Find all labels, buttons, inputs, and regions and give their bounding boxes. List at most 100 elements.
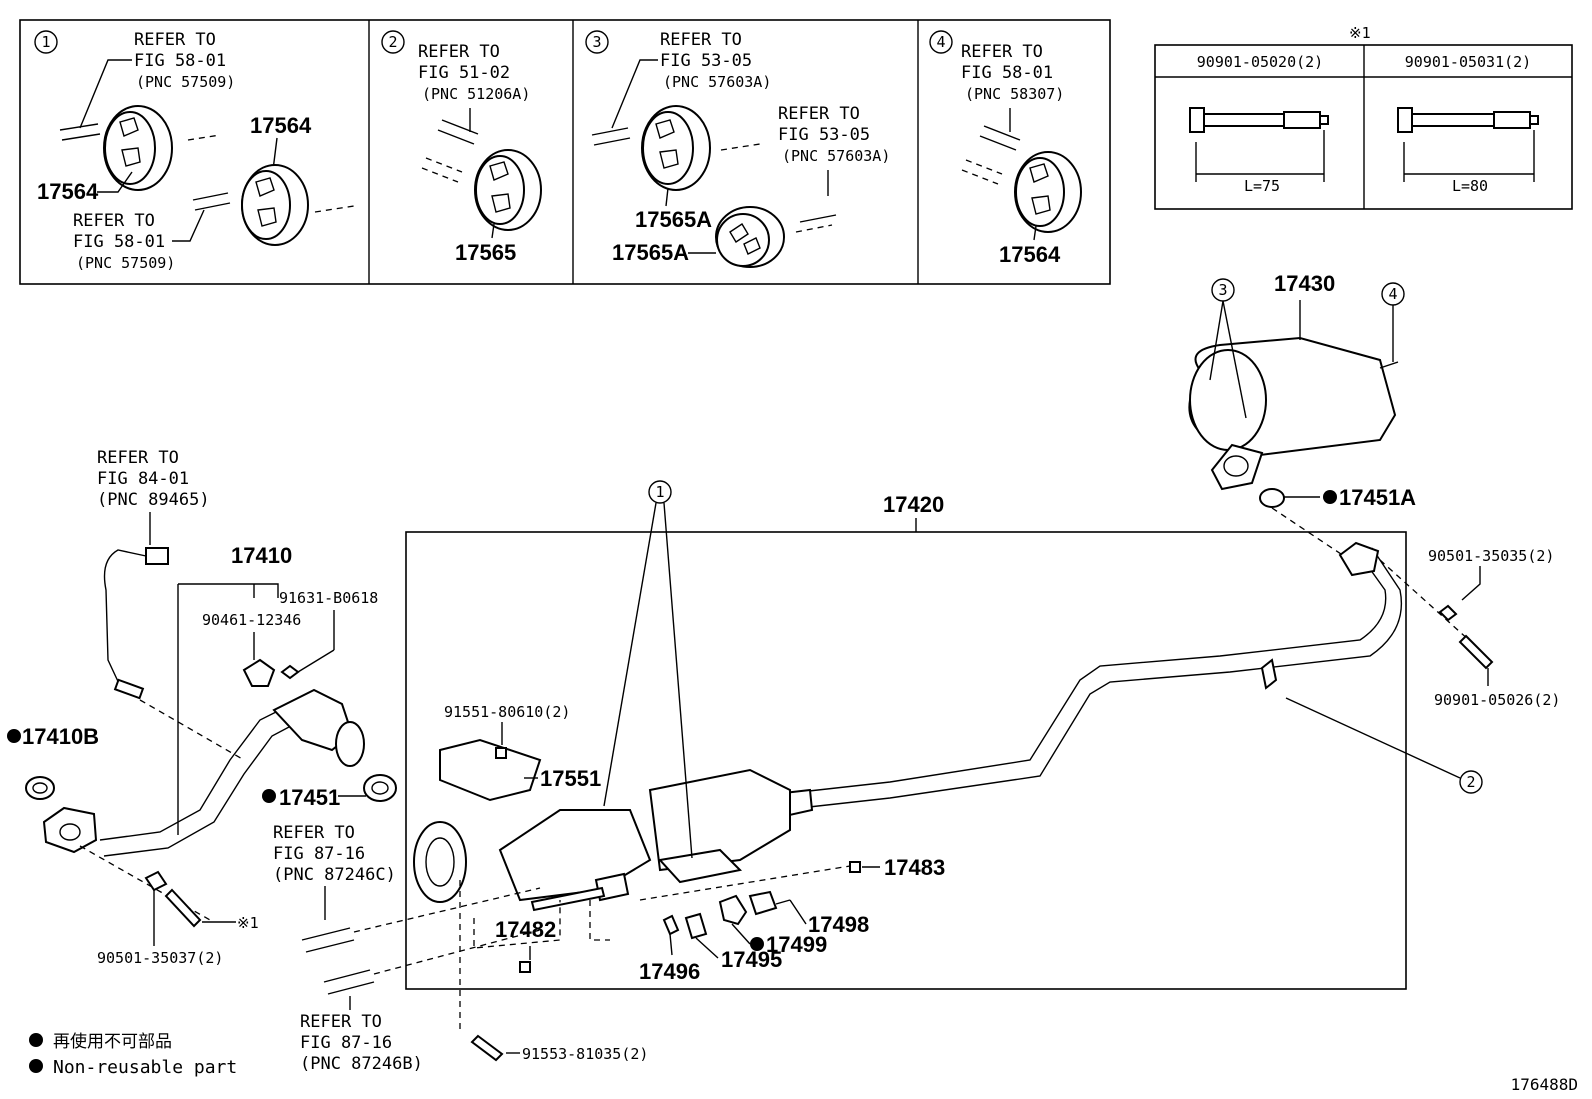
hanger-rod: [421, 167, 459, 183]
leader-line: [731, 923, 751, 945]
hanger-rod: [965, 159, 1003, 175]
muffler-flange: [1210, 443, 1264, 491]
sensor-hose: [327, 981, 375, 995]
dashed-guide: [1379, 559, 1481, 651]
muffler-end-cap: [1189, 349, 1267, 451]
part-number: 17420: [883, 492, 944, 517]
hose: [684, 912, 708, 940]
hanger-rod: [441, 119, 479, 135]
converter-bracket: [658, 848, 743, 884]
part-number: 91631-B0618: [279, 589, 378, 607]
leader-line: [79, 59, 132, 129]
spring-washer: [144, 870, 168, 892]
detail-panel-4: 4 REFER TO FIG 58-01 (PNC 58307) 17564: [929, 30, 1082, 267]
dashed-guide: [1271, 507, 1351, 561]
dashed-guide: [373, 929, 541, 975]
panel-number-circle: [381, 30, 405, 54]
sensor-hose: [323, 969, 371, 983]
pnc-label: (PNC 57509): [136, 73, 235, 91]
leader-line: [669, 933, 673, 956]
refer-to-label: REFER TO: [418, 42, 500, 62]
fig-ref-label: FIG 58-01: [961, 63, 1053, 83]
leader-line: [695, 937, 719, 959]
rubber-hanger-icon: [715, 206, 785, 268]
bolt-length: L=75: [1244, 177, 1280, 195]
insulator-bolt: [495, 747, 507, 759]
sensor-connector: [145, 547, 169, 565]
fig-ref-label: FIG 84-01: [97, 469, 189, 489]
part-number: 90501-35035(2): [1428, 547, 1554, 565]
legend-dot: [29, 1059, 43, 1073]
detail-panel-1: 1 REFER TO FIG 58-01 (PNC 57509) 17564: [34, 30, 355, 272]
dashed-guide: [353, 887, 541, 933]
part-number: 17410B: [22, 724, 99, 749]
leader-line: [1461, 566, 1481, 601]
panel-number: 2: [388, 33, 397, 51]
panel-number-circle: [929, 30, 953, 54]
pnc-label: (PNC 87246C): [273, 865, 396, 885]
detail-panels: 1 REFER TO FIG 58-01 (PNC 57509) 17564: [19, 19, 1111, 285]
legend-jp: 再使用不可部品: [53, 1031, 172, 1052]
panel-number: 4: [936, 33, 945, 51]
callout-number: 3: [1218, 281, 1227, 299]
refer-to-label: REFER TO: [134, 30, 216, 50]
hanger-bracket: [1379, 361, 1399, 369]
detail-panel-2: 2 REFER TO FIG 51-02 (PNC 51206A) 17565: [381, 30, 542, 265]
leader-line: [665, 187, 669, 207]
refer-to-label: REFER TO: [273, 823, 355, 843]
pnc-label: (PNC 51206A): [422, 85, 530, 103]
nut: [849, 861, 861, 873]
hanger-rod: [314, 205, 355, 213]
sensor-tube: [775, 899, 791, 905]
part-number: 17565A: [635, 207, 712, 232]
hanger-rod: [795, 224, 833, 233]
part-number: 17451: [279, 785, 340, 810]
oxygen-sensor: [103, 547, 169, 700]
part-number: 90901-05026(2): [1434, 691, 1560, 709]
leader-line: [172, 209, 205, 242]
rubber-hanger-icon: [103, 105, 173, 191]
non-reusable-dot: [262, 789, 276, 803]
sensor-pipe: [530, 886, 606, 912]
non-reusable-dot: [7, 729, 21, 743]
sensor-gasket: [718, 894, 748, 926]
part-number: 17565: [455, 240, 516, 265]
legend-en: Non-reusable part: [53, 1057, 237, 1078]
gasket-ring: [1259, 488, 1285, 508]
spring-washer: [1438, 604, 1458, 622]
front-exhaust-pipe: [42, 688, 365, 857]
sensor-hose: [305, 939, 355, 953]
stud-bolt-icon: [1397, 107, 1539, 133]
part-number: 90461-12346: [202, 611, 301, 629]
refer-to-label: REFER TO: [660, 30, 742, 50]
leader-line: [491, 223, 495, 239]
dashed-guide: [473, 900, 561, 949]
rubber-hanger-icon: [641, 105, 711, 191]
bolt-note-mark: ※1: [237, 914, 259, 932]
legend-dot: [29, 1033, 43, 1047]
gasket-ring: [25, 776, 55, 800]
hanger-rod: [591, 127, 629, 136]
rubber-hanger-icon: [241, 164, 309, 246]
part-number: 17499: [766, 932, 827, 957]
flange-bolt: [164, 888, 202, 928]
part-number: 17495: [721, 947, 782, 972]
part-number: 17451A: [1339, 485, 1416, 510]
flange-bolt: [470, 1034, 504, 1062]
exhaust-pipe-assembly-box: [405, 531, 1407, 990]
fig-ref-label: FIG 87-16: [300, 1033, 392, 1053]
part-number: 17482: [495, 917, 556, 942]
clamp-bolt: [280, 664, 300, 680]
hanger-rod: [425, 157, 463, 173]
leader-line: [297, 649, 335, 673]
fig-ref-label: FIG 58-01: [134, 51, 226, 71]
hanger-rod: [61, 133, 101, 141]
pnc-label: (PNC 57509): [76, 254, 175, 272]
fig-ref-label: FIG 51-02: [418, 63, 510, 83]
callout-number: 2: [1466, 773, 1475, 791]
converter-body: [648, 768, 791, 872]
stud-bolt-icon: [1189, 107, 1329, 133]
callout-leader: [1209, 300, 1224, 381]
leader-line: [97, 171, 133, 193]
part-number: 17565A: [612, 240, 689, 265]
